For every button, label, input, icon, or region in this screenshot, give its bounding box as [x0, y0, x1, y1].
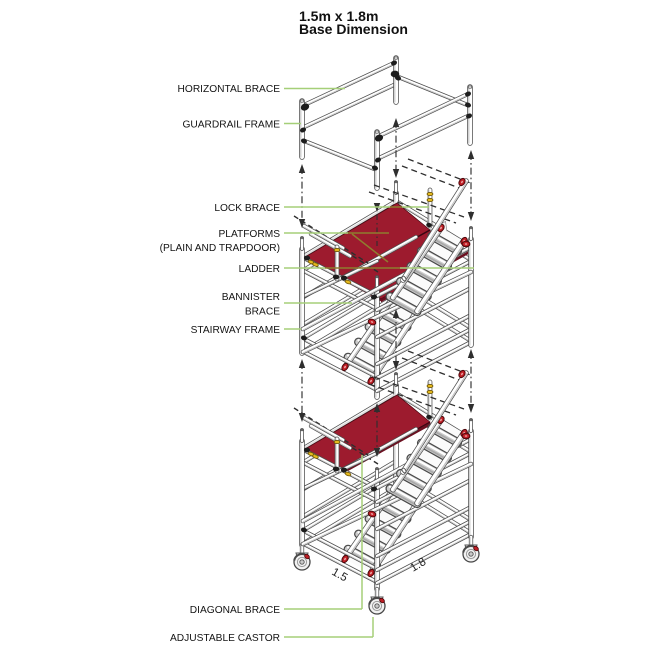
svg-text:1.5: 1.5	[330, 566, 350, 584]
svg-text:HORIZONTAL BRACE: HORIZONTAL BRACE	[178, 84, 281, 95]
svg-text:LOCK BRACE: LOCK BRACE	[214, 203, 280, 214]
svg-text:BRACE: BRACE	[245, 307, 280, 318]
svg-text:LADDER: LADDER	[239, 264, 280, 275]
svg-text:GUARDRAIL FRAME: GUARDRAIL FRAME	[182, 120, 280, 131]
svg-text:STAIRWAY FRAME: STAIRWAY FRAME	[191, 325, 281, 336]
svg-text:1.5m x 1.8m: 1.5m x 1.8m	[299, 8, 378, 24]
svg-text:ADJUSTABLE CASTOR: ADJUSTABLE CASTOR	[170, 633, 280, 644]
svg-text:Base Dimension: Base Dimension	[299, 21, 408, 37]
svg-text:BANNISTER: BANNISTER	[222, 292, 280, 303]
svg-text:DIAGONAL BRACE: DIAGONAL BRACE	[190, 605, 280, 616]
svg-text:PLATFORMS: PLATFORMS	[218, 229, 280, 240]
svg-text:(PLAIN AND TRAPDOOR): (PLAIN AND TRAPDOOR)	[160, 243, 280, 254]
